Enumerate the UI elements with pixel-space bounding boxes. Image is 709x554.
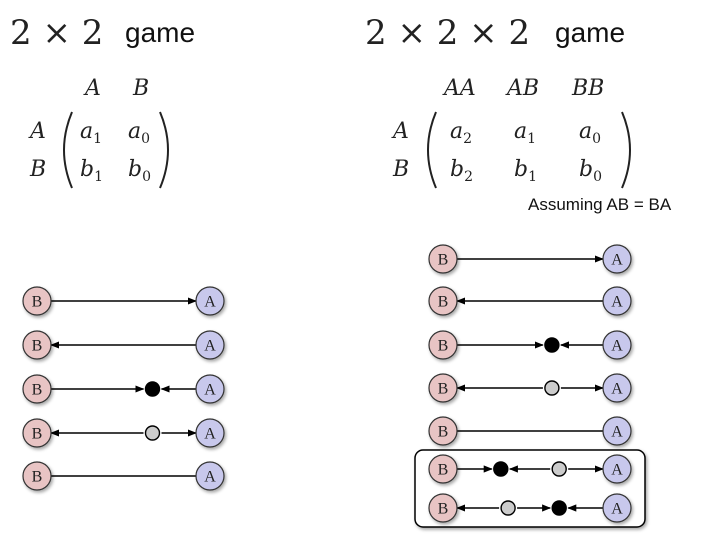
right-cell-a0: a0: [579, 119, 601, 147]
left-row-header-2: B: [29, 157, 46, 182]
right-row-2-a-node: [602, 286, 632, 316]
right-row-4-b-node: [428, 373, 458, 403]
right-row-3-a-node: [602, 330, 632, 360]
right-row-1-a-node: [602, 244, 632, 274]
right-row-5-b-node-label: B: [438, 424, 449, 441]
left-row-1-b-node: [22, 286, 52, 316]
left-row-5-a-node-label: A: [204, 469, 216, 486]
left-row-1-b-node-label: B: [32, 294, 43, 311]
right-row-4-b-node-label: B: [438, 381, 449, 398]
left-row-2-b-node: [22, 330, 52, 360]
boxed-row-1-b-node-label: B: [438, 462, 449, 479]
left-cell-b0: b0: [128, 157, 151, 185]
left-row-4-a-node: [195, 418, 225, 448]
left-row-4-b-node: [22, 418, 52, 448]
right-row-4-unstable-point: [544, 380, 560, 396]
left-col-header-1: A: [83, 76, 101, 101]
boxed-row-2-b-node: [428, 493, 458, 523]
right-title-word: game: [555, 17, 625, 48]
left-matrix-right-paren: [159, 111, 169, 189]
right-cell-b1: b1: [514, 157, 537, 185]
left-row-4-b-node-label: B: [32, 426, 43, 443]
right-row-4-a-node: [602, 373, 632, 403]
right-row-1-b-node-label: B: [438, 252, 449, 269]
right-row-5-a-node-label: A: [611, 424, 623, 441]
right-row-2-b-node-label: B: [438, 294, 449, 311]
left-row-2-b-node-label: B: [32, 338, 43, 355]
left-row-3-a-node: [195, 374, 225, 404]
left-row-3-stable-point: [144, 381, 161, 397]
right-row-3-b-node-label: B: [438, 338, 449, 355]
right-cell-a1: a1: [514, 119, 536, 147]
boxed-row-2-b-node-label: B: [438, 501, 449, 518]
right-row-1-a-node-label: A: [611, 252, 623, 269]
left-row-4-a-node-label: A: [204, 426, 216, 443]
left-row-5-a-node: [195, 461, 225, 491]
right-cell-a2: a2: [450, 119, 472, 147]
left-row-3-a-node-label: A: [204, 382, 216, 399]
right-row-4-a-node-label: A: [611, 381, 623, 398]
left-row-header-1: A: [28, 119, 46, 144]
right-col-header-2: AB: [505, 76, 539, 101]
left-cell-b1: b1: [80, 157, 103, 185]
left-row-5-b-node: [22, 461, 52, 491]
left-row-3-b-node-label: B: [32, 382, 43, 399]
boxed-row-2-a-node: [602, 493, 632, 523]
right-row-3-stable-point: [544, 337, 560, 353]
right-cell-b2: b2: [450, 157, 473, 185]
right-row-header-2: B: [392, 157, 409, 182]
left-row-2-a-node: [195, 330, 225, 360]
boxed-row-2-a-node-label: A: [611, 501, 623, 518]
left-row-4-unstable-point: [144, 425, 161, 441]
left-matrix-left-paren: [63, 111, 73, 189]
left-cell-a1: a1: [80, 119, 102, 147]
right-row-2-a-node-label: A: [611, 294, 623, 311]
boxed-row-1-b-node: [428, 454, 458, 484]
right-row-1-b-node: [428, 244, 458, 274]
left-panel: 2 × 2 game A B A B a1 a0 b1 b0: [10, 13, 195, 189]
boxed-row-1-a-node: [602, 454, 632, 484]
right-cell-b0: b0: [579, 157, 602, 185]
right-matrix-right-paren: [621, 111, 631, 189]
left-row-5-b-node-label: B: [32, 469, 43, 486]
left-title-math: 2 × 2: [10, 13, 103, 53]
boxed-row-1-unstable-point: [551, 461, 567, 477]
right-row-5-a-node: [602, 416, 632, 446]
left-row-3-b-node: [22, 374, 52, 404]
right-row-header-1: A: [391, 119, 409, 144]
boxed-row-1-a-node-label: A: [611, 462, 623, 479]
left-row-1-a-node: [195, 286, 225, 316]
left-title-word: game: [125, 17, 195, 48]
right-row-2-b-node: [428, 286, 458, 316]
right-col-header-3: BB: [571, 76, 604, 101]
left-col-header-2: B: [132, 76, 149, 101]
boxed-row-1-stable-point: [493, 461, 509, 477]
left-row-2-a-node-label: A: [204, 338, 216, 355]
right-col-header-1: AA: [442, 76, 476, 101]
right-row-5-b-node: [428, 416, 458, 446]
boxed-row-2-stable-point: [551, 500, 567, 516]
right-matrix-left-paren: [427, 111, 437, 189]
right-row-3-a-node-label: A: [611, 338, 623, 355]
flow-diagrams: B A B A B A B A B A B A B A B A B A B A B A B A: [22, 244, 632, 523]
left-cell-a0: a0: [128, 119, 150, 147]
right-row-3-b-node: [428, 330, 458, 360]
assumption-note: Assuming AB = BA: [528, 195, 672, 214]
left-row-1-a-node-label: A: [204, 294, 216, 311]
boxed-row-2-unstable-point: [500, 500, 516, 516]
right-title-math: 2 × 2 × 2: [365, 13, 530, 53]
